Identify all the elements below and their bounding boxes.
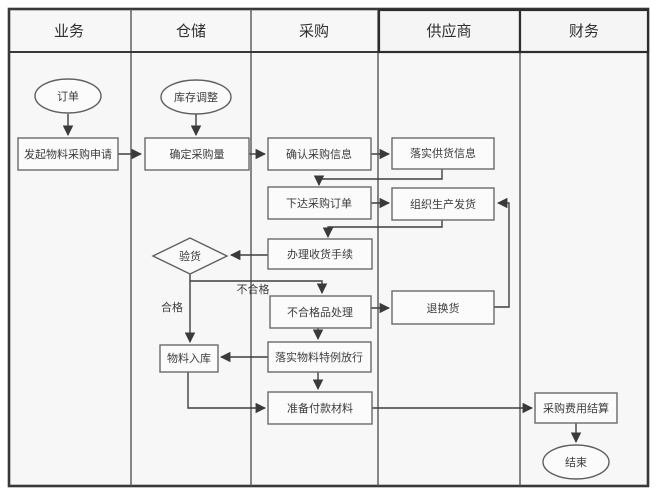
- node-determine-quantity-label: 确定采购量: [170, 147, 225, 161]
- node-inspection: 验货: [151, 237, 229, 275]
- node-material-warehousing-shape: [159, 344, 219, 373]
- node-special-release: 落实物料特例放行: [267, 341, 372, 373]
- lane-header-warehouse: 仓储: [176, 23, 206, 40]
- node-raise-request-shape: [17, 137, 119, 171]
- node-raise-request-label: 发起物料采购申请: [24, 147, 112, 161]
- node-special-release-shape: [267, 341, 372, 373]
- node-defective-handling: 不合格品处理: [269, 295, 372, 329]
- node-expense-settlement-label: 采购费用结算: [543, 401, 609, 415]
- node-inventory-adjust: 库存调整: [160, 79, 232, 115]
- edge-label-fail: 不合格: [237, 282, 270, 296]
- edge-organize-shipping-to-receive-goods: [322, 220, 443, 239]
- node-place-order-label: 下达采购订单: [286, 196, 352, 210]
- node-special-release-label: 落实物料特例放行: [275, 350, 363, 364]
- node-implement-supply-label: 落实供货信息: [410, 146, 476, 160]
- node-prepare-payment-shape: [267, 391, 373, 425]
- node-inspection-shape: [151, 237, 229, 275]
- node-material-warehousing-label: 物料入库: [167, 351, 211, 365]
- node-determine-quantity-shape: [144, 137, 250, 171]
- node-return-exchange: 退换货: [391, 290, 495, 325]
- node-receive-goods-shape: [267, 238, 373, 270]
- node-defective-handling-label: 不合格品处理: [287, 305, 353, 319]
- connectors: 合格 不合格: [62, 114, 582, 444]
- lane-header-cell-finance: [518, 8, 650, 54]
- node-confirm-info-label: 确认采购信息: [286, 147, 352, 161]
- node-material-warehousing: 物料入库: [159, 344, 219, 373]
- node-implement-supply: 落实供货信息: [391, 137, 495, 170]
- node-end-shape: [542, 444, 610, 480]
- lane-header-finance: 财务: [569, 23, 599, 40]
- node-order-label: 订单: [57, 90, 79, 103]
- node-determine-quantity: 确定采购量: [144, 137, 250, 171]
- node-expense-settlement: 采购费用结算: [534, 392, 618, 424]
- node-order-shape: [34, 78, 102, 114]
- node-expense-settlement-shape: [534, 392, 618, 424]
- node-organize-shipping: 组织生产发货: [391, 187, 495, 221]
- lane-header-procurement: 采购: [299, 23, 329, 40]
- node-return-exchange-shape: [391, 290, 495, 325]
- node-receive-goods-label: 办理收货手续: [287, 247, 353, 261]
- node-confirm-info: 确认采购信息: [267, 137, 372, 171]
- node-receive-goods: 办理收货手续: [267, 238, 373, 270]
- node-prepare-payment: 准备付款材料: [267, 391, 373, 425]
- node-prepare-payment-label: 准备付款材料: [287, 401, 353, 415]
- node-raise-request: 发起物料采购申请: [17, 137, 119, 171]
- node-inventory-adjust-label: 库存调整: [174, 90, 218, 104]
- node-place-order: 下达采购订单: [267, 186, 372, 220]
- node-organize-shipping-shape: [391, 187, 495, 221]
- node-end-label: 结束: [565, 456, 587, 469]
- node-confirm-info-shape: [267, 137, 372, 171]
- node-end: 结束: [542, 444, 610, 480]
- node-return-exchange-label: 退换货: [427, 301, 460, 315]
- edge-implement-supply-to-place-order: [313, 169, 443, 187]
- edge-return-exchange-to-organize-shipping: [494, 197, 510, 308]
- lane-header-supplier: 供应商: [426, 22, 471, 40]
- edge-label-pass: 合格: [161, 300, 183, 314]
- lane-header-business: 业务: [54, 23, 84, 40]
- node-inspection-label: 验货: [179, 249, 201, 263]
- node-place-order-shape: [267, 186, 372, 220]
- node-defective-handling-shape: [269, 295, 372, 329]
- node-organize-shipping-label: 组织生产发货: [410, 197, 476, 211]
- edge-material-warehousing-to-prepare-payment: [187, 372, 267, 414]
- node-implement-supply-shape: [391, 137, 495, 170]
- edge-inspection-fail-to-defective-handling: [190, 280, 328, 295]
- node-inventory-adjust-shape: [160, 79, 232, 115]
- node-order: 订单: [34, 78, 102, 114]
